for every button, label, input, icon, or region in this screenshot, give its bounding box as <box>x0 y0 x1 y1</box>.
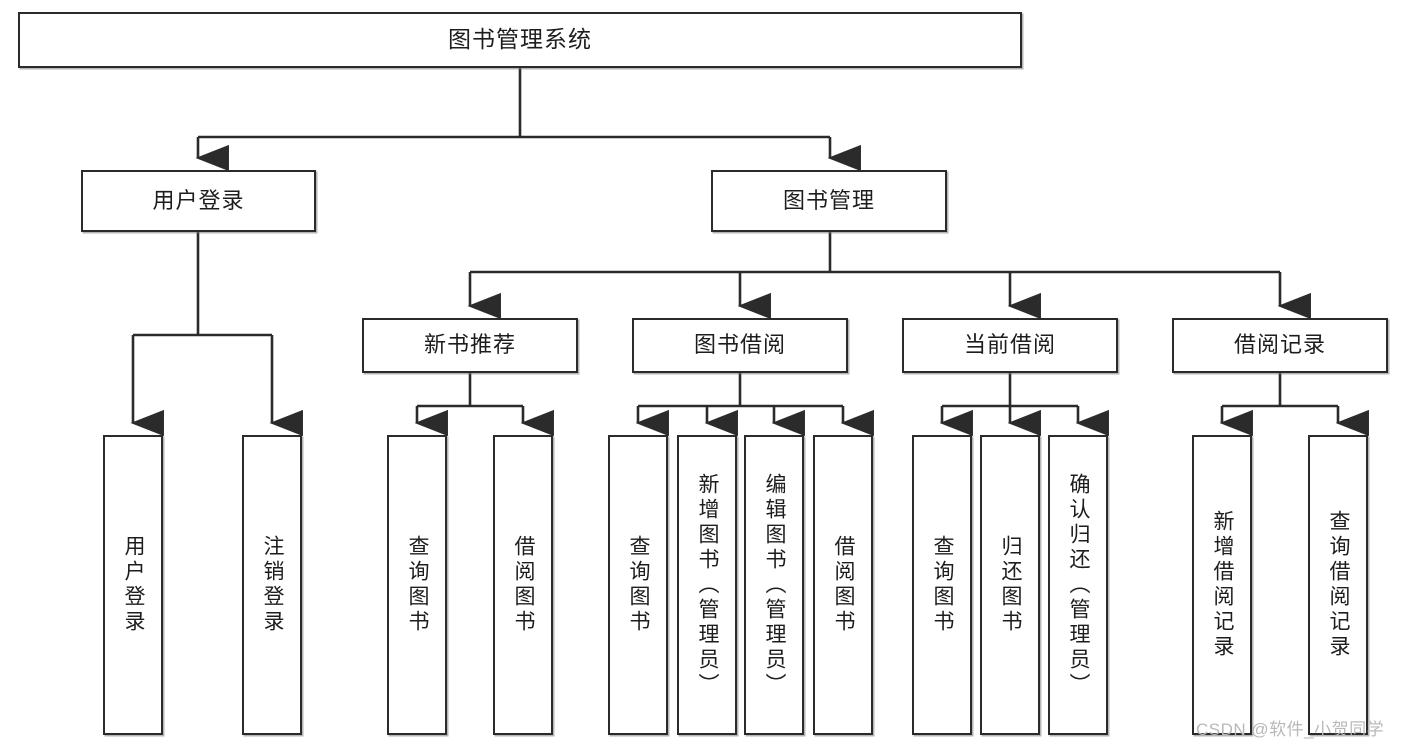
node-book-borrow[interactable]: 图书借阅 <box>632 318 848 373</box>
node-root-system-label: 图书管理系统 <box>448 26 592 53</box>
leaf-borrow-book-recommend-label: 借阅图书 <box>512 535 536 635</box>
node-borrow-record[interactable]: 借阅记录 <box>1172 318 1388 373</box>
node-current-borrow-label: 当前借阅 <box>963 332 1056 358</box>
node-book-manage[interactable]: 图书管理 <box>711 170 947 232</box>
node-user-login[interactable]: 用户登录 <box>81 170 316 232</box>
leaf-query-book-current-label: 查询图书 <box>931 535 955 635</box>
leaf-query-book-recommend[interactable]: 查询图书 <box>387 435 447 735</box>
leaf-add-borrow-record-label: 新增借阅记录 <box>1211 510 1235 660</box>
leaf-query-borrow-record[interactable]: 查询借阅记录 <box>1308 435 1368 735</box>
leaf-user-login[interactable]: 用户登录 <box>103 435 163 735</box>
leaf-logout[interactable]: 注销登录 <box>242 435 302 735</box>
leaf-return-book-label: 归还图书 <box>999 535 1023 635</box>
leaf-edit-book-admin-label: 编辑图书（管理员） <box>763 472 787 698</box>
leaf-add-book-admin[interactable]: 新增图书（管理员） <box>677 435 737 735</box>
node-borrow-record-label: 借阅记录 <box>1233 332 1326 358</box>
leaf-confirm-return-admin[interactable]: 确认归还（管理员） <box>1048 435 1108 735</box>
leaf-borrow-book-borrow-label: 借阅图书 <box>832 535 856 635</box>
node-user-login-label: 用户登录 <box>152 187 245 213</box>
node-current-borrow[interactable]: 当前借阅 <box>902 318 1118 373</box>
leaf-borrow-book-recommend[interactable]: 借阅图书 <box>493 435 553 735</box>
leaf-edit-book-admin[interactable]: 编辑图书（管理员） <box>744 435 804 735</box>
node-root-system[interactable]: 图书管理系统 <box>18 12 1022 68</box>
node-book-manage-label: 图书管理 <box>782 187 875 213</box>
leaf-confirm-return-admin-label: 确认归还（管理员） <box>1067 472 1091 698</box>
leaf-query-book-current[interactable]: 查询图书 <box>912 435 972 735</box>
leaf-add-borrow-record[interactable]: 新增借阅记录 <box>1192 435 1252 735</box>
leaf-query-book-borrow[interactable]: 查询图书 <box>608 435 668 735</box>
node-new-book-recommend[interactable]: 新书推荐 <box>362 318 578 373</box>
leaf-query-book-recommend-label: 查询图书 <box>406 535 430 635</box>
node-book-borrow-label: 图书借阅 <box>693 332 786 358</box>
leaf-query-borrow-record-label: 查询借阅记录 <box>1327 510 1351 660</box>
leaf-add-book-admin-label: 新增图书（管理员） <box>696 472 720 698</box>
node-new-book-recommend-label: 新书推荐 <box>423 332 516 358</box>
leaf-user-login-label: 用户登录 <box>122 535 146 635</box>
leaf-borrow-book-borrow[interactable]: 借阅图书 <box>813 435 873 735</box>
leaf-return-book[interactable]: 归还图书 <box>980 435 1040 735</box>
leaf-query-book-borrow-label: 查询图书 <box>627 535 651 635</box>
leaf-logout-label: 注销登录 <box>261 535 285 635</box>
